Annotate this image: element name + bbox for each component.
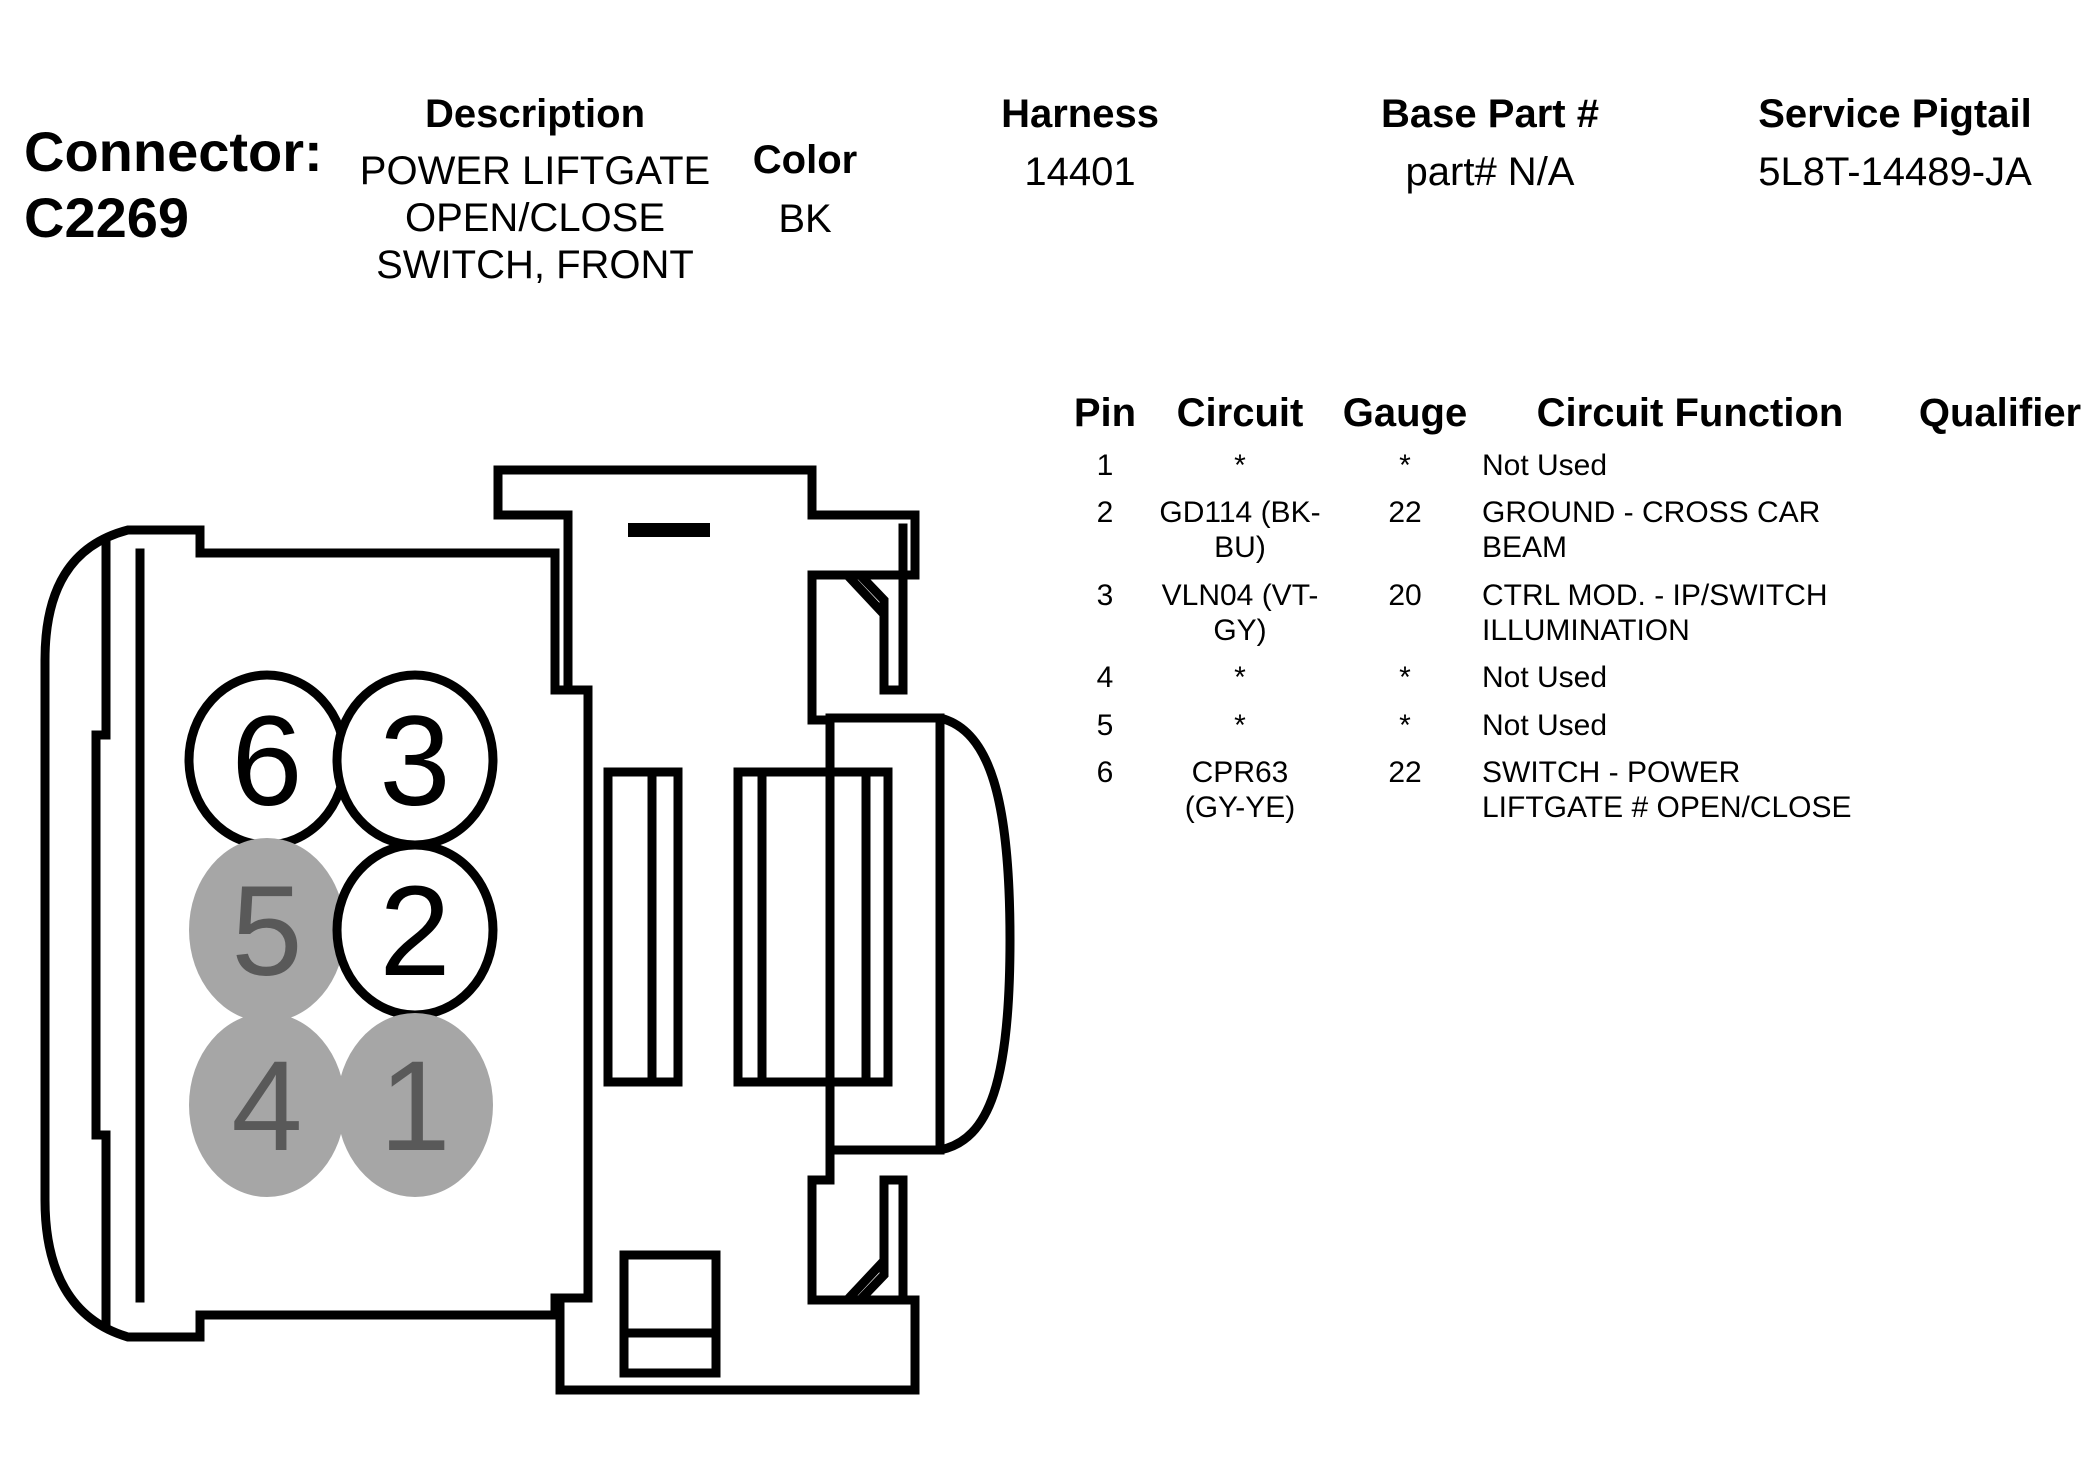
description-header: Description: [424, 92, 646, 136]
table-header-pin: Pin: [1073, 391, 1137, 435]
pin-cavity-4: [189, 1013, 345, 1197]
cell-function-cont: ILLUMINATION: [1482, 614, 1690, 647]
base-part-value: part# N/A: [1405, 150, 1575, 194]
latch-step: [493, 465, 573, 695]
pin-number-1: 1: [379, 1035, 450, 1178]
cell-function-cont: BEAM: [1482, 531, 1568, 564]
lock-dome: [825, 713, 1015, 1155]
latch-hook-bottom: [807, 1175, 908, 1305]
cell-gauge: 22: [1388, 756, 1422, 789]
latch-hook-top-tick: [843, 571, 887, 617]
cell-function: SWITCH - POWER: [1482, 756, 1741, 789]
pin-number-3: 3: [379, 690, 450, 833]
table-header-function: Circuit Function: [1536, 391, 1844, 435]
connector-label: Connector:: [24, 120, 323, 183]
bottom-notch: [619, 1250, 721, 1378]
description-value: POWER LIFTGATE OPEN/CLOSE SWITCH, FRONT: [359, 149, 711, 287]
cell-function-cont: LIFTGATE # OPEN/CLOSE: [1482, 791, 1852, 824]
cell-gauge: *: [1399, 709, 1411, 742]
table-header-qualifier: Qualifier: [1918, 391, 2082, 435]
cell-gauge: 20: [1388, 579, 1422, 612]
pin-cavity-1: [337, 1013, 493, 1197]
cell-circuit-cont: BU): [1214, 531, 1266, 564]
connector-id: C2269: [24, 186, 190, 249]
color-header: Color: [752, 138, 858, 182]
color-value: BK: [778, 197, 832, 241]
pin-number-2: 2: [379, 860, 450, 1003]
slot-left: [603, 767, 683, 1087]
cell-pin: 1: [1096, 449, 1114, 482]
cell-circuit: *: [1234, 449, 1246, 482]
pin-number-4: 4: [231, 1035, 302, 1178]
base-part-header: Base Part #: [1381, 92, 1599, 136]
cell-pin: 2: [1096, 496, 1114, 529]
cell-circuit: *: [1234, 661, 1246, 694]
cell-circuit: GD114 (BK-: [1159, 496, 1321, 529]
latch-hook-bottom-tick: [843, 1258, 887, 1304]
table-header-circuit: Circuit: [1176, 391, 1304, 435]
housing-inner-rail: [91, 536, 111, 1331]
pin-number-6: 6: [231, 690, 302, 833]
service-pigtail-header: Service Pigtail: [1758, 92, 2032, 136]
cell-gauge: *: [1399, 449, 1411, 482]
pin-cavity-5: [189, 838, 345, 1022]
service-pigtail-value: 5L8T-14489-JA: [1758, 150, 2032, 194]
cell-circuit: *: [1234, 709, 1246, 742]
cell-gauge: 22: [1388, 496, 1422, 529]
harness-value: 14401: [1024, 150, 1136, 194]
cell-function: Not Used: [1482, 709, 1608, 742]
harness-header: Harness: [1001, 92, 1159, 136]
cell-function: Not Used: [1482, 449, 1608, 482]
slot-right: [733, 767, 893, 1087]
cell-function: Not Used: [1482, 661, 1608, 694]
pin-number-5: 5: [231, 860, 302, 1003]
cell-circuit: VLN04 (VT-: [1161, 579, 1319, 612]
cell-pin: 6: [1096, 756, 1114, 789]
cell-pin: 5: [1096, 709, 1114, 742]
cell-circuit-cont: GY): [1213, 614, 1267, 647]
cell-gauge: *: [1399, 661, 1411, 694]
housing-outer: [40, 525, 593, 1342]
cell-pin: 3: [1096, 579, 1114, 612]
cell-circuit: CPR63: [1191, 756, 1289, 789]
table-header-gauge: Gauge: [1342, 391, 1468, 435]
cell-function: GROUND - CROSS CAR: [1482, 496, 1821, 529]
cell-circuit-cont: (GY-YE): [1184, 791, 1296, 824]
cell-pin: 4: [1096, 661, 1114, 694]
latch-hook-top: [807, 523, 908, 695]
cell-function: CTRL MOD. - IP/SWITCH: [1482, 579, 1828, 612]
